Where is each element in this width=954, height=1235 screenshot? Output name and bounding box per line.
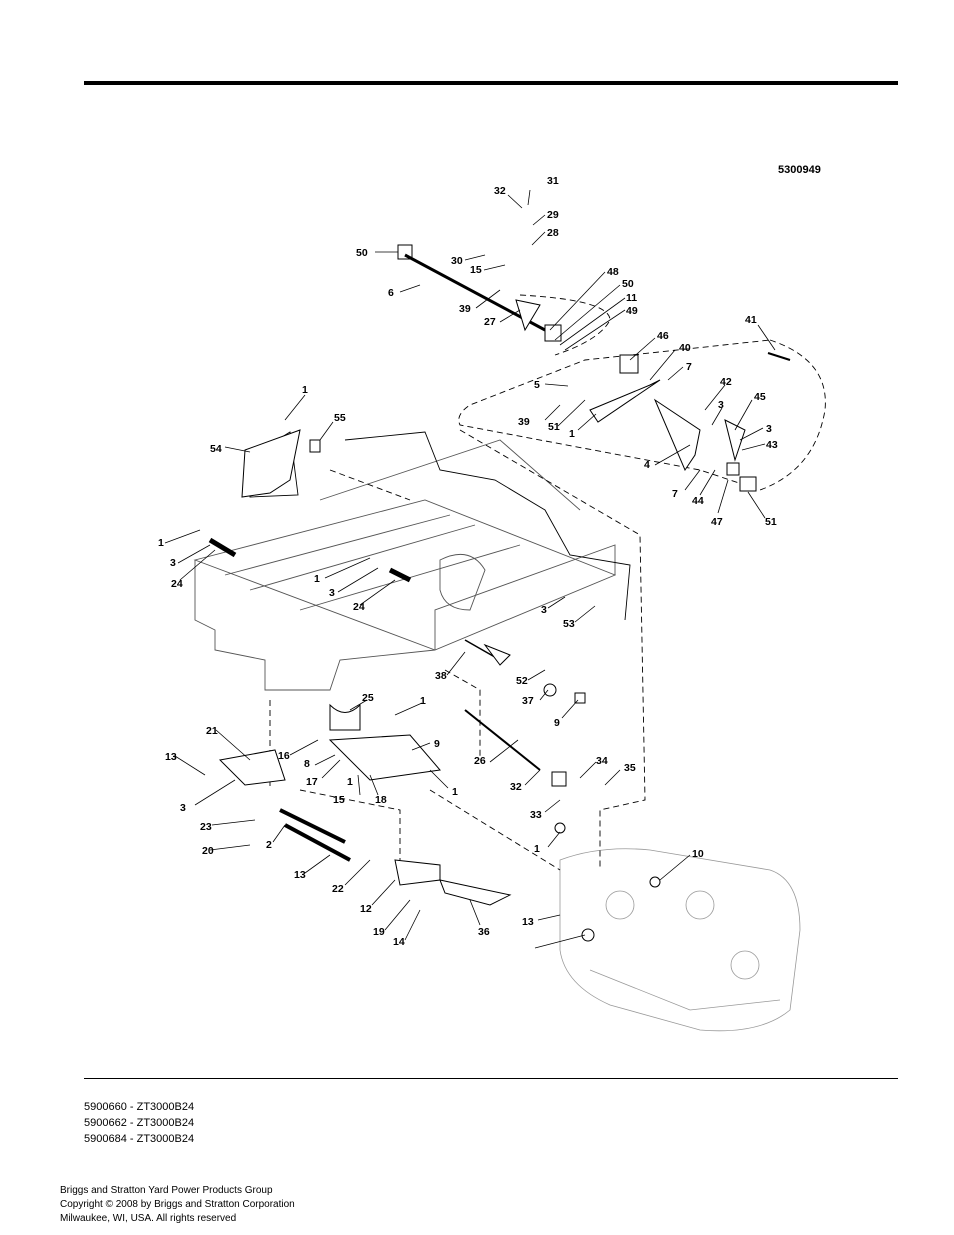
- part-callout-6: 15: [470, 264, 482, 276]
- part-callout-16: 7: [686, 361, 692, 373]
- part-callout-66: 19: [373, 926, 385, 938]
- part-callout-58: 13: [165, 751, 177, 763]
- part-callout-30: 47: [711, 516, 723, 528]
- footer: Briggs and Stratton Yard Power Products …: [60, 1184, 295, 1226]
- part-callout-37: 24: [171, 578, 183, 590]
- part-callout-9: 27: [484, 316, 496, 328]
- part-callout-63: 13: [294, 869, 306, 881]
- part-callout-51: 9: [434, 738, 440, 750]
- part-callout-33: 55: [334, 412, 346, 424]
- part-callout-27: 4: [644, 459, 650, 471]
- part-callout-74: 1: [534, 843, 540, 855]
- model-line: 5900662 - ZT3000B24: [84, 1117, 195, 1129]
- part-callout-61: 2: [266, 839, 272, 851]
- model-list: 5900660 - ZT3000B24 5900662 - ZT3000B24 …: [84, 1099, 194, 1147]
- bottom-rule: [84, 1078, 898, 1079]
- footer-company: Briggs and Stratton Yard Power Products …: [60, 1185, 273, 1196]
- part-callout-45: 37: [522, 695, 534, 707]
- components: [208, 244, 791, 942]
- part-callout-41: 3: [541, 604, 547, 616]
- part-callout-15: 40: [679, 342, 691, 354]
- part-callout-24: 39: [518, 416, 530, 428]
- part-callout-18: 42: [720, 376, 732, 388]
- leader-lines: [164, 189, 776, 949]
- part-callout-40: 24: [353, 601, 365, 613]
- part-callout-49: 21: [206, 725, 218, 737]
- part-callout-71: 34: [596, 755, 608, 767]
- part-callout-13: 49: [626, 305, 638, 317]
- part-callout-59: 3: [180, 802, 186, 814]
- part-callout-35: 1: [158, 537, 164, 549]
- part-callout-25: 51: [548, 421, 560, 433]
- part-callout-17: 41: [745, 314, 757, 326]
- part-callout-1: 32: [494, 185, 506, 197]
- part-callout-64: 22: [332, 883, 344, 895]
- part-callout-5: 30: [451, 255, 463, 267]
- diagram-id: 5300949: [778, 164, 821, 176]
- part-callout-10: 48: [607, 266, 619, 278]
- model-line: 5900684 - ZT3000B24: [84, 1133, 195, 1145]
- part-callout-44: 52: [516, 675, 528, 687]
- part-callout-42: 53: [563, 618, 575, 630]
- part-callout-46: 9: [554, 717, 560, 729]
- part-callout-68: 36: [478, 926, 490, 938]
- top-rule: [84, 81, 898, 85]
- part-callout-29: 44: [692, 495, 704, 507]
- part-callout-67: 14: [393, 936, 405, 948]
- part-callout-20: 45: [754, 391, 766, 403]
- part-callout-32: 1: [302, 384, 308, 396]
- part-callout-38: 1: [314, 573, 320, 585]
- part-callout-34: 54: [210, 443, 222, 455]
- part-callout-28: 7: [672, 488, 678, 500]
- part-callout-56: 18: [375, 794, 387, 806]
- part-callout-69: 26: [474, 755, 486, 767]
- part-callout-47: 25: [362, 692, 374, 704]
- part-callout-3: 28: [547, 227, 559, 239]
- part-callout-31: 51: [765, 516, 777, 528]
- dashed-guides: [269, 294, 826, 871]
- part-callout-65: 12: [360, 903, 372, 915]
- part-callout-4: 50: [356, 247, 368, 259]
- part-callout-23: 5: [534, 379, 540, 391]
- part-callout-76: 13: [522, 916, 534, 928]
- part-callout-22: 43: [766, 439, 778, 451]
- part-callout-19: 3: [718, 399, 724, 411]
- part-callout-0: 31: [547, 175, 559, 187]
- part-callout-21: 3: [766, 423, 772, 435]
- part-callout-73: 33: [530, 809, 542, 821]
- footer-copyright: Copyright © 2008 by Briggs and Stratton …: [60, 1199, 295, 1210]
- model-line: 5900660 - ZT3000B24: [84, 1101, 195, 1113]
- part-callout-14: 46: [657, 330, 669, 342]
- part-callout-72: 35: [624, 762, 636, 774]
- part-callout-39: 3: [329, 587, 335, 599]
- part-callout-2: 29: [547, 209, 559, 221]
- part-callout-8: 39: [459, 303, 471, 315]
- part-callout-12: 11: [626, 292, 637, 304]
- footer-rights: Milwaukee, WI, USA. All rights reserved: [60, 1213, 237, 1224]
- part-callout-7: 6: [388, 287, 394, 299]
- part-callout-60: 23: [200, 821, 212, 833]
- part-callout-52: 8: [304, 758, 310, 770]
- part-callout-48: 1: [420, 695, 426, 707]
- part-callout-57: 1: [452, 786, 458, 798]
- deck-outline: [559, 848, 801, 1032]
- part-callout-75: 10: [692, 848, 704, 860]
- part-callout-43: 38: [435, 670, 447, 682]
- part-callout-54: 1: [347, 776, 353, 788]
- part-callout-70: 32: [510, 781, 522, 793]
- part-callout-53: 17: [306, 776, 318, 788]
- part-callout-36: 3: [170, 557, 176, 569]
- part-callout-55: 15: [333, 794, 345, 806]
- part-callout-62: 20: [202, 845, 214, 857]
- part-callout-11: 50: [622, 278, 634, 290]
- part-callout-26: 1: [569, 428, 575, 440]
- part-callout-50: 16: [278, 750, 290, 762]
